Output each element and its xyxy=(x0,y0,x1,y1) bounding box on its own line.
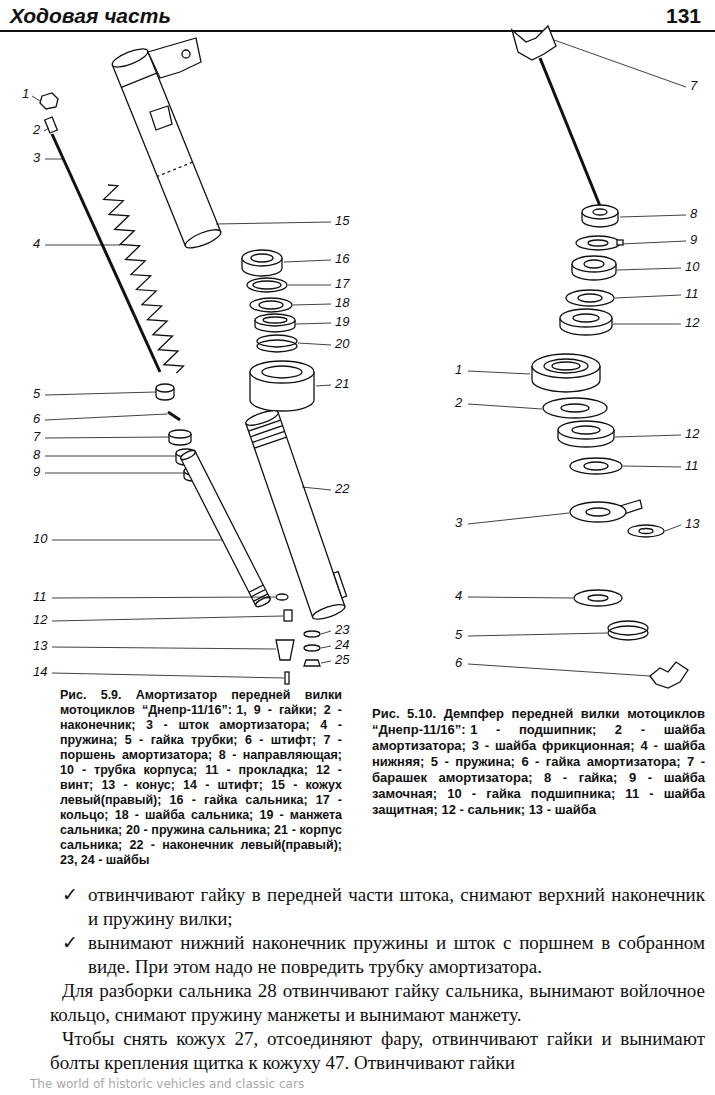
callout-number: 11 xyxy=(685,458,699,474)
callout-number: 12 xyxy=(685,315,699,331)
callout-number: 1 xyxy=(455,362,462,378)
callout-number: 1 xyxy=(22,86,29,102)
callout-number: 3 xyxy=(455,515,462,531)
bullet-item: ✓ отвинчивают гайку в передней части шток… xyxy=(50,883,705,931)
callout-number: 2 xyxy=(455,395,462,411)
callout-number: 11 xyxy=(33,589,47,605)
watermark: The world of historic vehicles and class… xyxy=(30,1077,304,1091)
callout-number: 20 xyxy=(335,336,349,352)
callout-number: 9 xyxy=(690,232,697,248)
paragraph: Чтобы снять кожух 27, отсоединяют фару, … xyxy=(50,1027,705,1075)
callout-number: 10 xyxy=(33,531,47,547)
callout-number: 12 xyxy=(33,612,47,628)
page-number: 131 xyxy=(666,3,701,29)
callout-number: 4 xyxy=(455,588,462,604)
callout-number: 13 xyxy=(685,516,699,532)
callout-number: 3 xyxy=(33,150,40,166)
callout-number: 23 xyxy=(335,622,349,638)
check-mark: ✓ xyxy=(62,883,78,907)
leader-lines xyxy=(32,40,686,678)
callout-number: 9 xyxy=(33,464,40,480)
callout-number: 6 xyxy=(455,655,462,671)
callout-number: 7 xyxy=(690,78,697,94)
callout-number: 15 xyxy=(335,213,349,229)
callout-number: 16 xyxy=(335,251,349,267)
damper-figure xyxy=(512,26,688,688)
callout-number: 13 xyxy=(33,638,47,654)
bullet-text: вынимают нижний наконечник пружины и што… xyxy=(88,932,705,977)
running-header: Ходовая часть xyxy=(10,3,171,29)
callout-number: 5 xyxy=(33,386,40,402)
callout-number: 10 xyxy=(685,259,699,275)
callout-number: 14 xyxy=(33,664,47,680)
bullet-item: ✓ вынимают нижний наконечник пружины и шт… xyxy=(50,931,705,979)
callout-number: 5 xyxy=(455,627,462,643)
callout-number: 22 xyxy=(335,481,349,497)
callout-number: 8 xyxy=(33,447,40,463)
header-rule xyxy=(0,30,715,32)
figure-caption: Рис. 5.10. Демпфер передней вилки мотоци… xyxy=(372,706,705,818)
callout-number: 19 xyxy=(335,314,349,330)
callout-number: 6 xyxy=(33,411,40,427)
callout-number: 18 xyxy=(335,295,349,311)
check-mark: ✓ xyxy=(62,931,78,955)
caption-legend-text: 1, 9 - гайки; 2 - наконечник; 3 - шток а… xyxy=(60,703,342,867)
shock-absorber-figure xyxy=(40,38,351,684)
callout-number: 21 xyxy=(335,376,349,392)
paragraph: Для разборки сальника 28 отвинчивают гай… xyxy=(50,979,705,1027)
callout-number: 8 xyxy=(690,206,697,222)
callout-number: 25 xyxy=(335,652,349,668)
callout-number: 7 xyxy=(33,429,40,445)
callout-number: 11 xyxy=(685,286,699,302)
bullet-text: отвинчивают гайку в передней части штока… xyxy=(88,884,705,929)
callout-number: 17 xyxy=(335,276,349,292)
callout-number: 2 xyxy=(33,122,40,138)
callout-number: 4 xyxy=(33,236,40,252)
callout-number: 24 xyxy=(335,637,349,653)
body-text: ✓ отвинчивают гайку в передней части шток… xyxy=(50,883,705,1075)
callout-number: 12 xyxy=(685,426,699,442)
figure-caption: Рис. 5.9. Амортизатор передней вилки мот… xyxy=(60,688,342,868)
